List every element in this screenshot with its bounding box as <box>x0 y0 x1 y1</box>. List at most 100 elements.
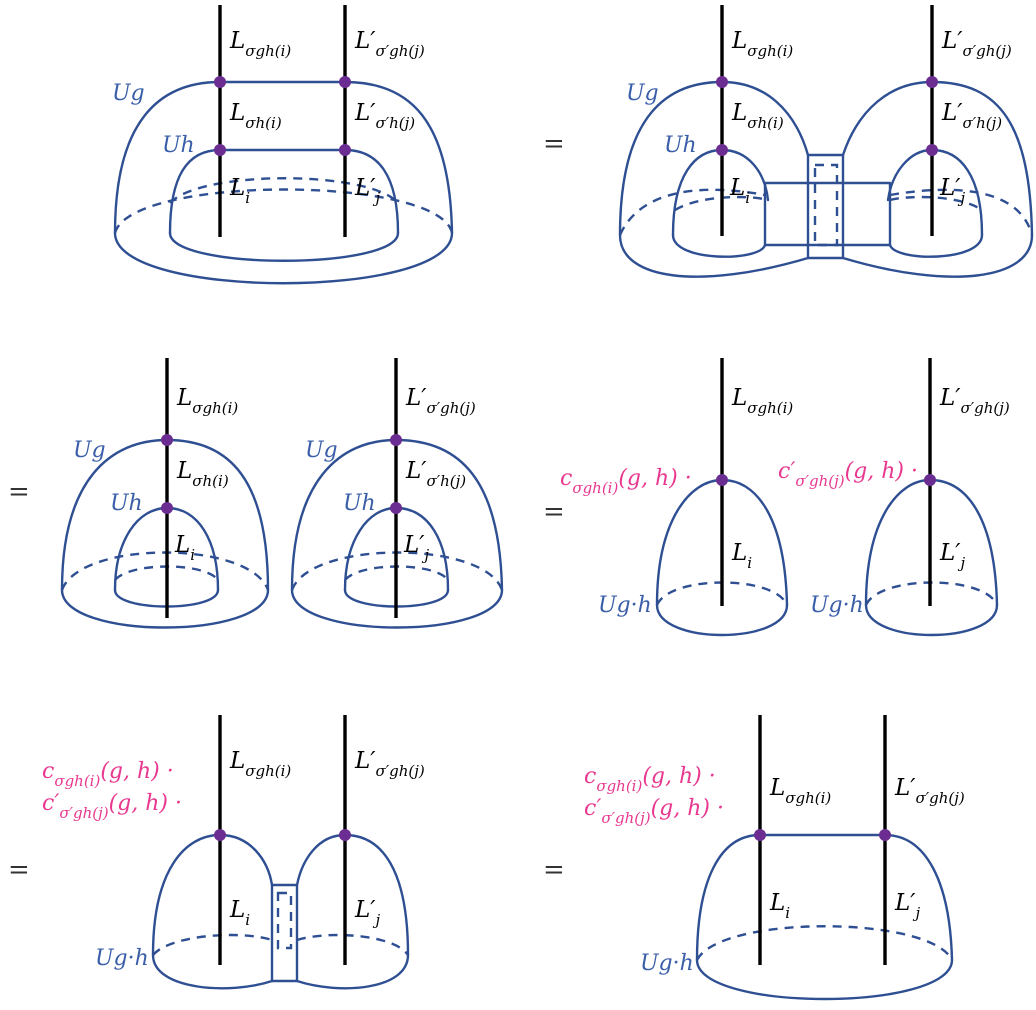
line-label-L-sigma-gh-i: Lσgh(i) <box>229 748 291 780</box>
vertex <box>716 76 728 88</box>
panel-4: Lσgh(i) Li Ug·h cσgh(i)(g, h) · L′σ′gh(j… <box>560 358 1010 637</box>
vertex <box>339 144 351 156</box>
vertex <box>214 829 226 841</box>
vertex <box>879 829 891 841</box>
surface-label-Ug: Ug <box>305 438 338 463</box>
dome <box>695 833 954 962</box>
coefficient-cprime: c′σ′gh(j)(g, h) · <box>42 791 182 822</box>
line-label-L-sigma-gh-i: Lσgh(i) <box>731 385 793 417</box>
vertex <box>214 76 226 88</box>
line-label-Lprime-sigma-h-j: L′σ′h(j) <box>405 458 466 490</box>
line-label-L-sigma-h-i: Lσh(i) <box>731 100 784 132</box>
vertex <box>926 76 938 88</box>
base-back <box>152 933 410 956</box>
surface-label-Uh: Uh <box>162 133 195 158</box>
line-label-L-sigma-h-i: Lσh(i) <box>176 458 229 490</box>
equals-sign: = <box>8 477 30 507</box>
base-front <box>695 958 954 1001</box>
neck-tube <box>270 883 299 983</box>
outer-base-front-left <box>60 588 270 629</box>
surface-label-Ugh: Ug·h <box>95 946 149 971</box>
panel-2: Ug Uh Lσgh(i) Lσh(i) Li L′σ′gh(j) L′σ′h(… <box>618 5 1034 278</box>
line-label-L-sigma-gh-i: Lσgh(i) <box>176 385 238 417</box>
panel-5: Lσgh(i) Li L′σ′gh(j) L′j Ug·h cσgh(i)(g,… <box>42 715 425 990</box>
outer-base-back-left <box>60 551 270 591</box>
inner-base-back <box>674 195 983 212</box>
line-label-Lprime-sigma-gh-j: L′σ′gh(j) <box>894 775 965 807</box>
line-label-L-i: Li <box>229 175 250 207</box>
dome-left <box>151 833 274 957</box>
outer-base-front-right <box>290 588 504 629</box>
vertex <box>390 502 402 514</box>
vertex <box>716 474 728 486</box>
vertex <box>161 502 173 514</box>
outer-base-back <box>113 188 454 234</box>
line-label-Lprime-sigma-gh-j: L′σ′gh(j) <box>354 748 425 780</box>
coefficient-c: cσgh(i)(g, h) · <box>560 466 692 497</box>
base-front <box>151 953 410 990</box>
line-label-L-sigma-gh-i: Lσgh(i) <box>769 775 831 807</box>
line-label-L-i: Li <box>729 175 750 207</box>
line-label-Lprime-j: L′j <box>939 540 966 572</box>
panel-3: Ug Uh Lσgh(i) Lσh(i) Li Ug Uh L′σ′gh(j) … <box>60 358 504 629</box>
surface-label-Uh: Uh <box>664 133 697 158</box>
base-front-right <box>864 603 999 637</box>
surface-label-Uh: Uh <box>110 491 143 516</box>
line-label-L-sigma-gh-i: Lσgh(i) <box>731 28 793 60</box>
equals-sign: = <box>543 855 565 885</box>
outer-base-front <box>113 231 454 285</box>
line-label-Lprime-sigma-gh-j: L′σ′gh(j) <box>354 28 425 60</box>
inner-base-back <box>169 177 399 204</box>
line-label-L-sigma-h-i: Lσh(i) <box>229 100 282 132</box>
tube-front <box>763 181 892 247</box>
equals-sign: = <box>543 497 565 527</box>
vertex <box>716 144 728 156</box>
inner-base-front <box>168 231 400 262</box>
line-label-L-i: Li <box>229 897 250 929</box>
inner-base-front <box>671 233 984 258</box>
line-label-Lprime-sigma-h-j: L′σ′h(j) <box>941 100 1002 132</box>
surface-label-Ugh: Ug·h <box>598 593 652 618</box>
panel-1: Ug Uh Lσgh(i) Lσh(i) Li L′σ′gh(j) L′σ′h(… <box>112 5 454 285</box>
outer-shell <box>113 80 454 235</box>
outer-base-back <box>618 188 1034 236</box>
base-back <box>695 925 954 961</box>
vertex <box>339 76 351 88</box>
neck-back <box>276 891 293 950</box>
equals-sign: = <box>543 129 565 159</box>
inner-shell-right <box>886 148 984 237</box>
surface-label-Ug: Ug <box>73 438 106 463</box>
line-label-L-i: Li <box>174 532 195 564</box>
line-label-Lprime-j: L′j <box>354 897 381 929</box>
vertex <box>754 829 766 841</box>
line-label-Lprime-sigma-h-j: L′σ′h(j) <box>354 100 415 132</box>
line-label-L-i: Li <box>731 540 752 572</box>
outer-shell-right <box>841 80 1034 237</box>
line-label-L-sigma-gh-i: Lσgh(i) <box>229 28 291 60</box>
neck-tube <box>806 153 845 260</box>
base-front-left <box>655 603 789 637</box>
surface-label-Ug: Ug <box>626 81 659 106</box>
line-label-Lprime-j: L′j <box>894 890 921 922</box>
vertex <box>161 434 173 446</box>
line-label-Lprime-j: L′j <box>939 175 966 207</box>
equals-sign: = <box>8 855 30 885</box>
vertex <box>390 434 402 446</box>
panel-6: Lσgh(i) Li L′σ′gh(j) L′j Ug·h cσgh(i)(g,… <box>584 715 965 1001</box>
line-label-Lprime-j: L′j <box>354 175 381 207</box>
vertex <box>924 474 936 486</box>
coefficient-cprime: c′σ′gh(j)(g, h) · <box>584 796 724 827</box>
outer-shell-left <box>618 80 810 237</box>
line-label-Lprime-sigma-gh-j: L′σ′gh(j) <box>941 28 1012 60</box>
surface-label-Ug: Ug <box>112 81 145 106</box>
line-label-Lprime-sigma-gh-j: L′σ′gh(j) <box>939 385 1010 417</box>
coefficient-c: cσgh(i)(g, h) · <box>42 759 174 790</box>
vertex <box>214 144 226 156</box>
vertex <box>339 829 351 841</box>
surface-label-Ugh: Ug·h <box>640 951 694 976</box>
vertex <box>926 144 938 156</box>
surface-label-Ugh: Ug·h <box>810 593 864 618</box>
outer-base-front <box>618 233 1034 278</box>
tube-back <box>813 163 839 247</box>
